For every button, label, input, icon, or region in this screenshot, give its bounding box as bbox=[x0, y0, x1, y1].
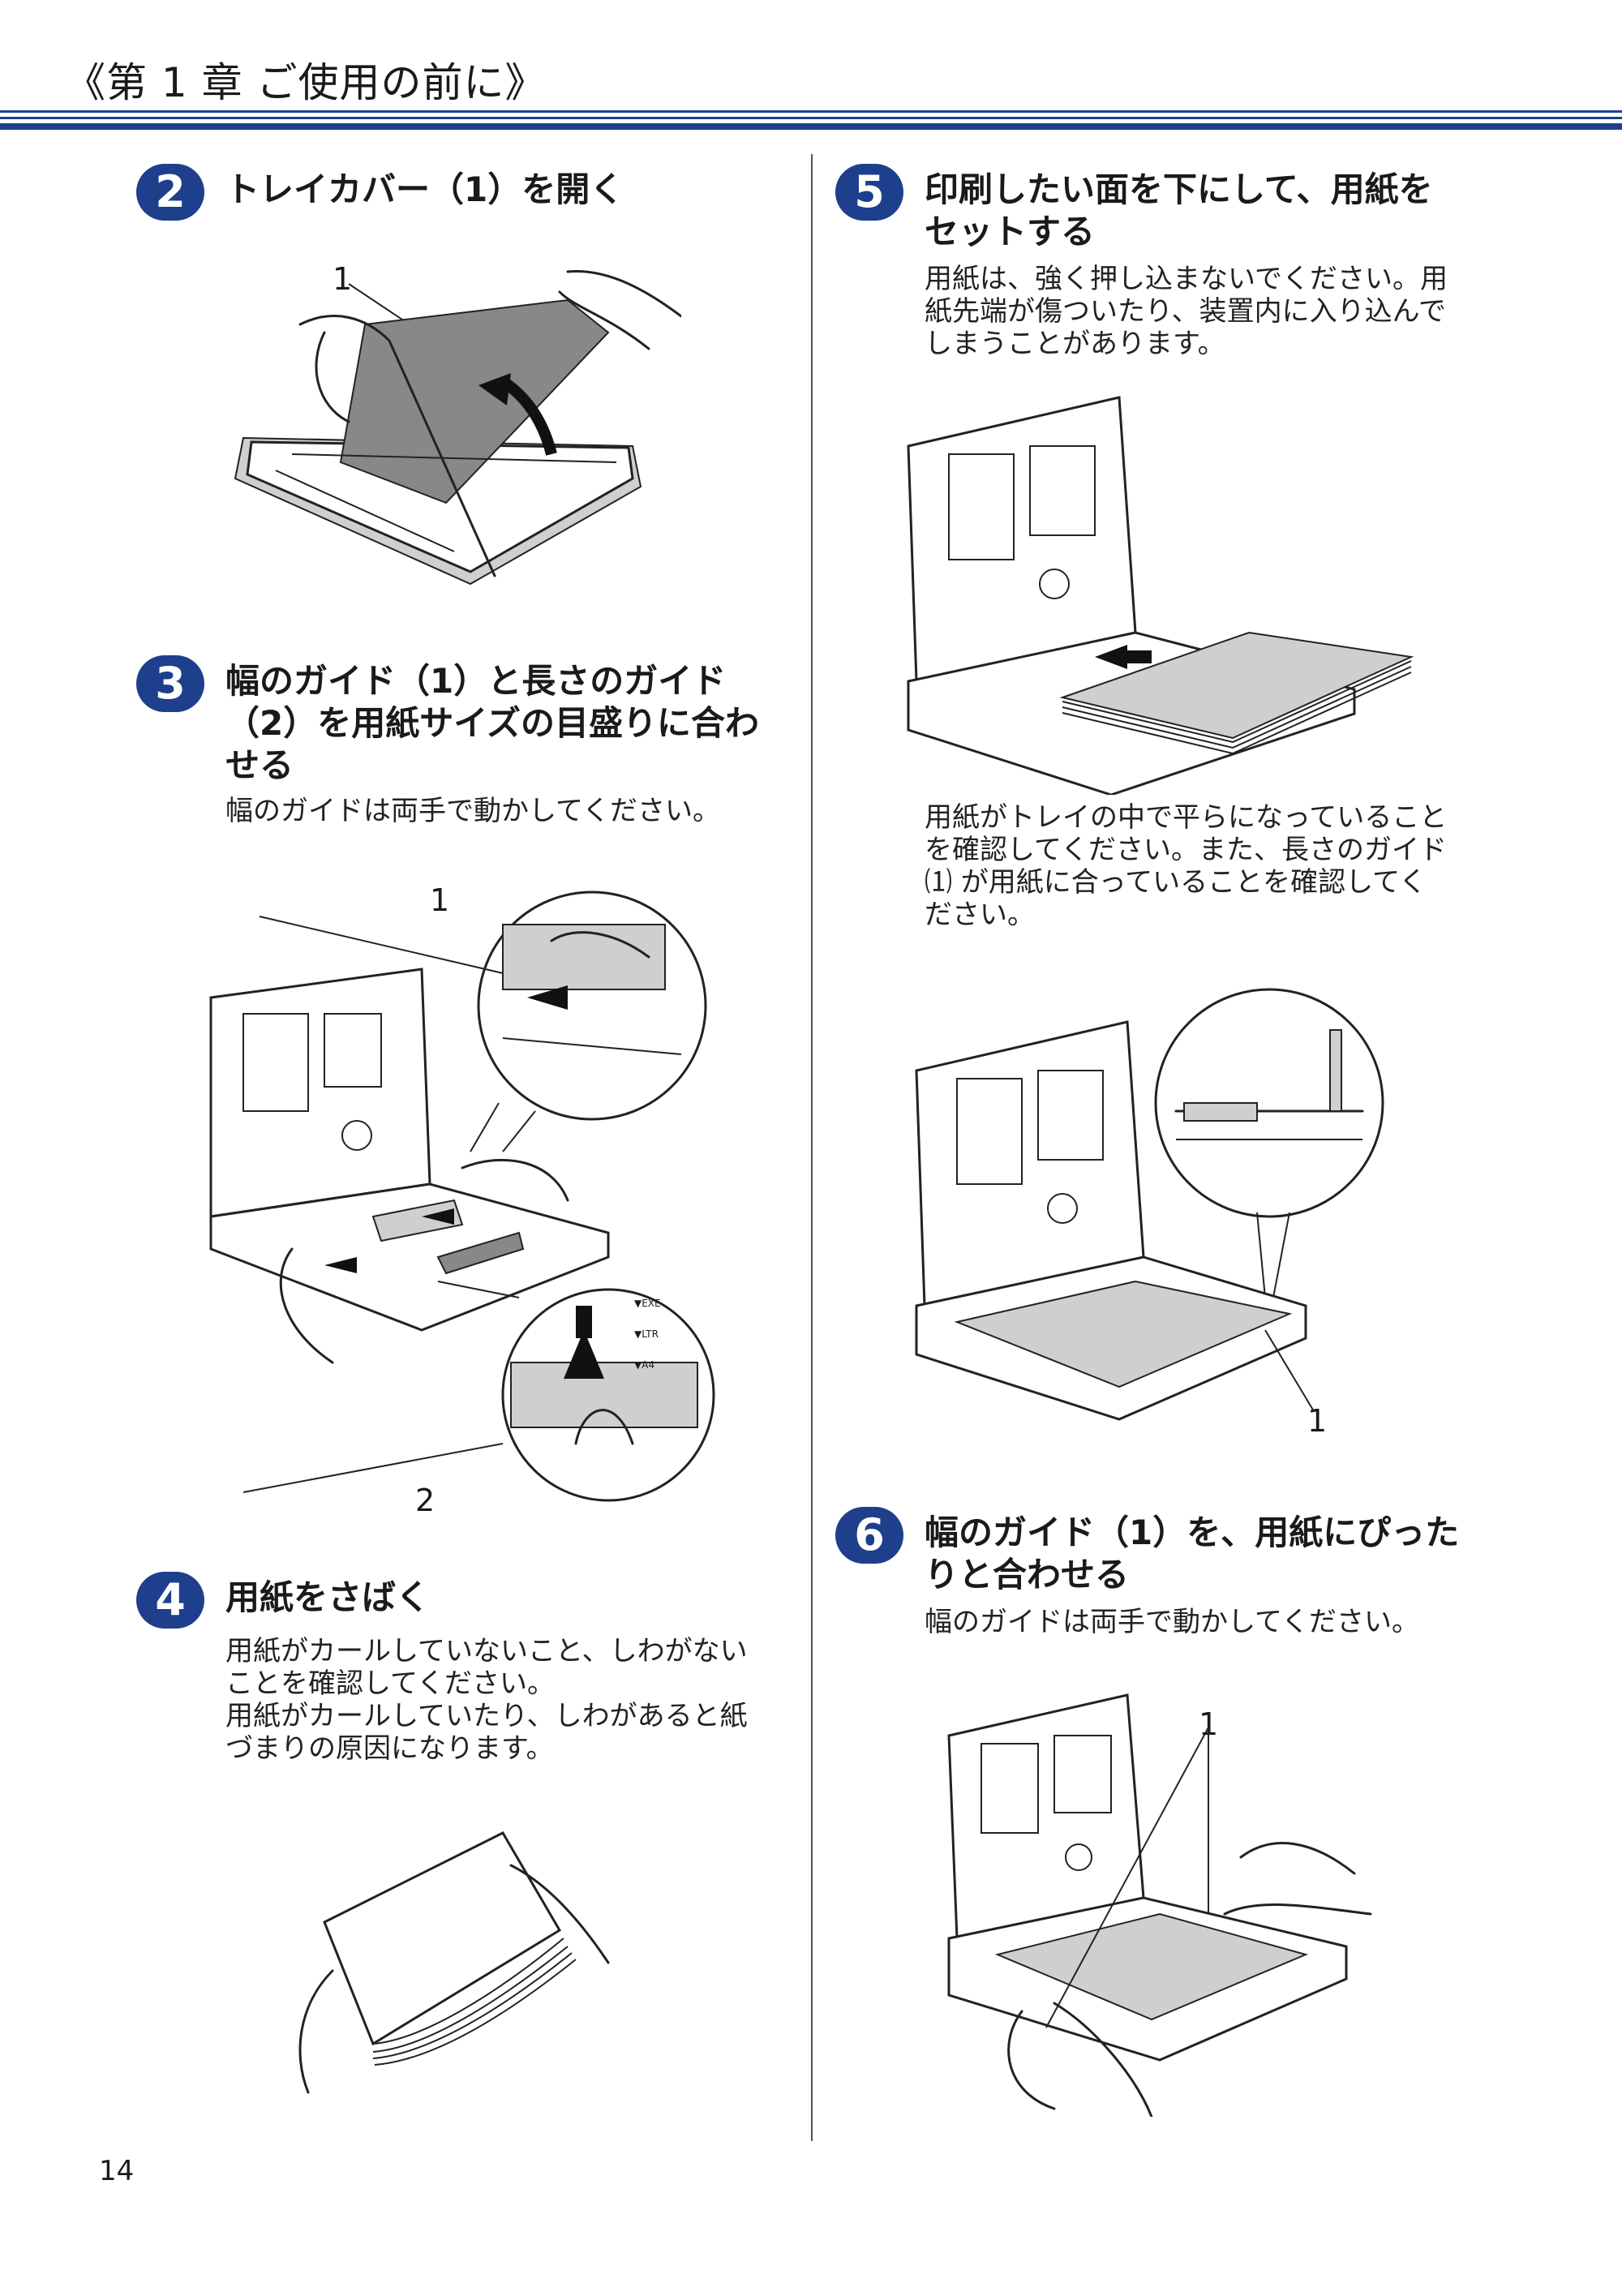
step-number-badge: 6 bbox=[835, 1507, 903, 1564]
step-title: 印刷したい面を下にして、用紙を セットする bbox=[925, 170, 1433, 251]
callout-number: 1 bbox=[1307, 1403, 1328, 1439]
step-body: 用紙がカールしていないこと、しわがない ことを確認してください。 用紙がカールし… bbox=[225, 1635, 748, 1765]
step-title: 幅のガイド（1）を、用紙にぴった りと合わせる bbox=[925, 1513, 1460, 1594]
tray-cover-open-illustration bbox=[234, 269, 681, 586]
step-body: 用紙は、強く押し込まないでください。用 紙先端が傷ついたり、装置内に入り込んで … bbox=[925, 263, 1448, 360]
adjust-width-guide-illustration bbox=[947, 1693, 1372, 2117]
load-paper-illustration bbox=[907, 396, 1414, 795]
callout-number: 1 bbox=[333, 261, 353, 297]
width-length-guide-illustration bbox=[209, 891, 715, 1502]
fan-paper-illustration bbox=[298, 1831, 610, 2094]
step-title: トレイカバー（1）を開く bbox=[225, 170, 624, 209]
callout-number: 1 bbox=[430, 882, 450, 918]
step-number-badge: 3 bbox=[136, 655, 204, 712]
chapter-title: 《第 1 章 ご使用の前に》 bbox=[65, 59, 547, 106]
step-title: 用紙をさばく bbox=[225, 1577, 431, 1617]
callout-number: 2 bbox=[415, 1483, 436, 1518]
step-note: 用紙がトレイの中で平らになっていること を確認してください。また、長さのガイド … bbox=[925, 801, 1448, 931]
step-title: 幅のガイド（1）と長さのガイド （2）を用紙サイズの目盛りに合わ せる bbox=[225, 661, 759, 785]
step-number-badge: 5 bbox=[835, 164, 903, 221]
column-divider bbox=[811, 154, 813, 2141]
page-number: 14 bbox=[99, 2155, 135, 2187]
header-rules bbox=[0, 110, 1622, 130]
tray-scale-labels: ▼EXE ▼LTR ▼A4 bbox=[634, 1298, 661, 1371]
step-number-badge: 4 bbox=[136, 1572, 204, 1629]
length-guide-check-illustration bbox=[915, 988, 1384, 1421]
step-body: 幅のガイドは両手で動かしてください。 bbox=[225, 795, 720, 827]
step-number-badge: 2 bbox=[136, 164, 204, 221]
step-body: 幅のガイドは両手で動かしてください。 bbox=[925, 1606, 1419, 1638]
